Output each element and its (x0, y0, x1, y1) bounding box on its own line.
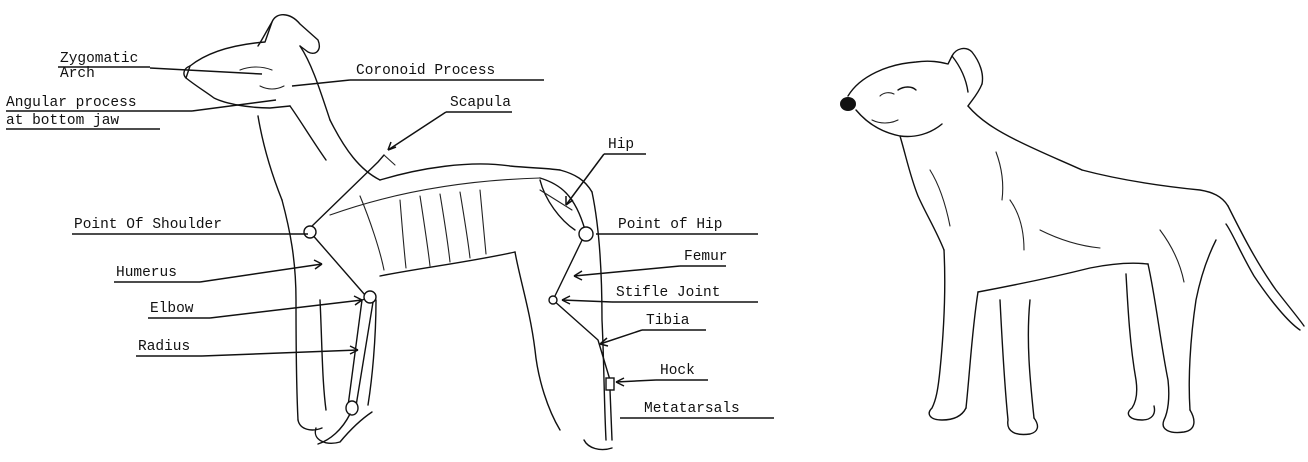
femur-bone (553, 234, 585, 300)
label-stifle-joint: Stifle Joint (562, 285, 758, 304)
label-femur-text: Femur (684, 249, 728, 265)
label-stifle-joint-text: Stifle Joint (616, 285, 720, 301)
humerus-bone (310, 232, 365, 295)
label-scapula-text: Scapula (450, 95, 511, 111)
label-coronoid-process: Coronoid Process (292, 63, 544, 86)
label-hock-text: Hock (660, 363, 695, 379)
shoulder-joint (304, 226, 316, 238)
label-zygomatic-arch: Zygomatic Arch (58, 51, 262, 82)
elbow-joint (364, 291, 376, 303)
label-humerus-text: Humerus (116, 265, 177, 281)
label-zygomatic-line1: Zygomatic (60, 51, 138, 67)
label-coronoid: Coronoid Process (356, 63, 495, 79)
front-limb-bones (304, 226, 376, 444)
label-tibia-text: Tibia (646, 313, 690, 329)
label-zygomatic-line2: Arch (60, 66, 95, 82)
label-metatarsals: Metatarsals (620, 401, 774, 418)
label-elbow: Elbow (148, 296, 362, 318)
label-femur: Femur (574, 249, 728, 280)
label-radius: Radius (136, 339, 358, 356)
label-hip-text: Hip (608, 137, 634, 153)
label-tibia: Tibia (600, 313, 706, 346)
hind-limb-bones (540, 190, 614, 440)
label-point-of-hip: Point of Hip (596, 217, 758, 234)
metatarsal-bone (610, 390, 612, 440)
label-radius-text: Radius (138, 339, 190, 355)
label-angular-line1: Angular process (6, 95, 137, 111)
label-humerus: Humerus (114, 260, 322, 282)
label-hip: Hip (566, 137, 646, 205)
label-point-of-shoulder: Point Of Shoulder (72, 217, 308, 234)
label-metatarsals-text: Metatarsals (644, 401, 740, 417)
label-point-of-hip-text: Point of Hip (618, 217, 722, 233)
carpal-joint (346, 401, 358, 415)
label-point-of-shoulder-text: Point Of Shoulder (74, 217, 222, 233)
hip-joint (579, 227, 593, 241)
outline-dog-drawing (840, 49, 1304, 435)
label-angular-process: Angular process at bottom jaw (6, 95, 276, 129)
dog-nose (840, 97, 856, 111)
hock-joint (606, 378, 614, 390)
stifle-joint-marker (549, 296, 557, 304)
label-scapula: Scapula (388, 95, 512, 150)
label-angular-line2: at bottom jaw (6, 113, 119, 129)
label-elbow-text: Elbow (150, 301, 194, 317)
label-hock: Hock (616, 363, 708, 386)
